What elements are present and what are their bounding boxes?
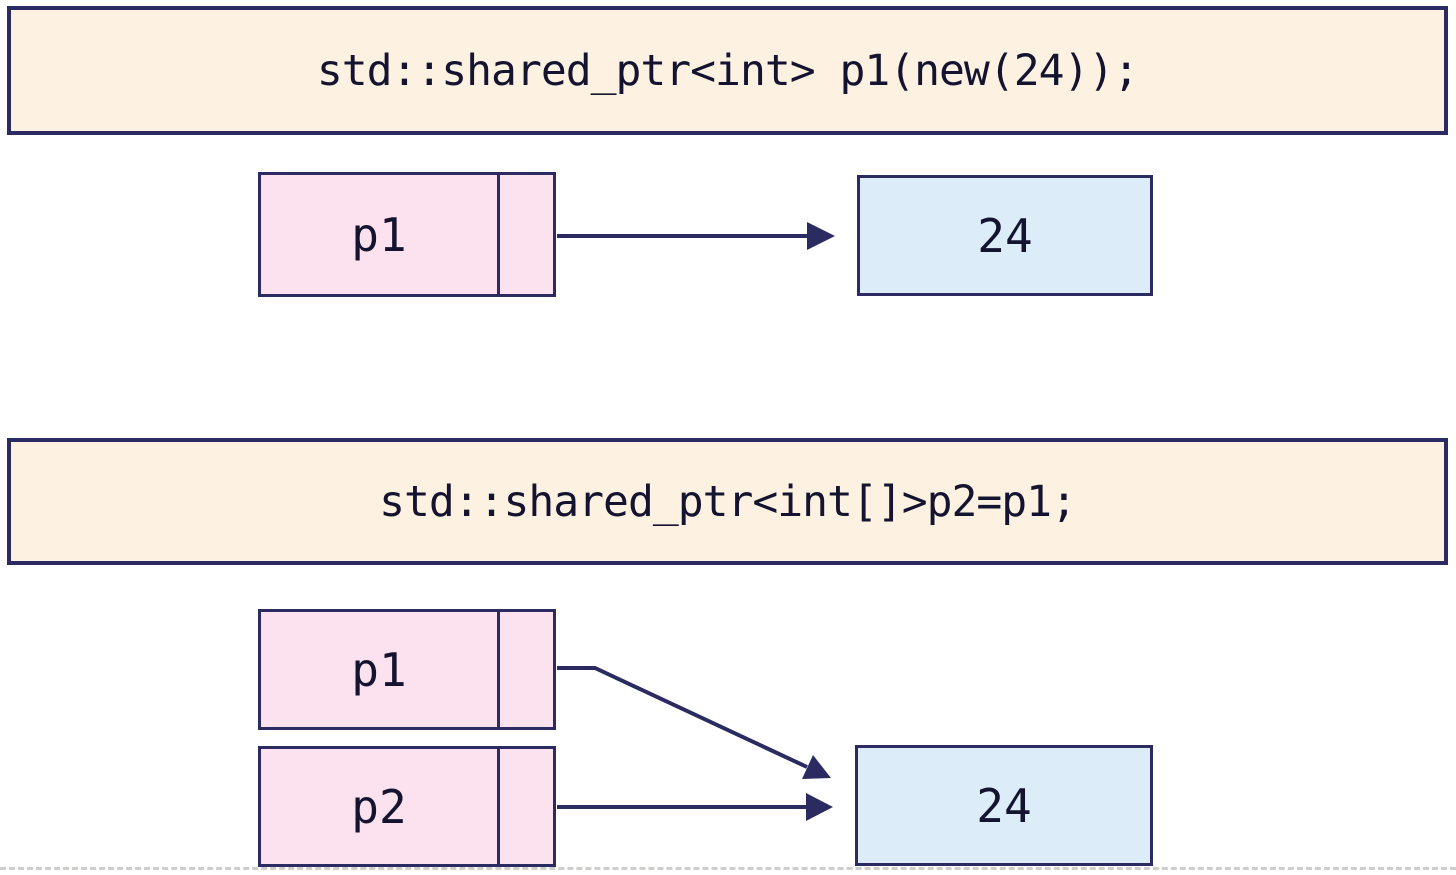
arrow-head-p1-step2 <box>802 755 831 779</box>
value-text-step2: 24 <box>976 778 1032 833</box>
code-banner-step1: std::shared_ptr<int> p1(new(24)); <box>7 6 1448 135</box>
arrow-shaft-p1-step2 <box>557 666 808 769</box>
pointer-slot-p1-step1 <box>500 175 553 294</box>
pointer-label-p2-step2: p2 <box>261 749 500 864</box>
bottom-crop-line <box>0 867 1456 870</box>
pointer-box-p2-step2: p2 <box>258 746 556 867</box>
pointer-label-p1-step2: p1 <box>261 612 500 727</box>
arrow-head-p2-step2 <box>806 793 833 821</box>
pointer-box-p1-step1: p1 <box>258 172 556 297</box>
pointer-slot-p1-step2 <box>500 612 553 727</box>
value-box-step2: 24 <box>855 745 1153 866</box>
code-text-step1: std::shared_ptr<int> p1(new(24)); <box>316 45 1139 96</box>
arrow-head-step1 <box>807 222 835 250</box>
code-text-step2: std::shared_ptr<int[]>p2=p1; <box>379 476 1077 527</box>
pointer-box-p1-step2: p1 <box>258 609 556 730</box>
value-text-step1: 24 <box>977 208 1033 263</box>
code-banner-step2: std::shared_ptr<int[]>p2=p1; <box>7 438 1448 565</box>
arrow-p2-to-value-step2 <box>557 793 833 821</box>
arrow-p1-to-value-step1 <box>557 222 835 250</box>
pointer-slot-p2-step2 <box>500 749 553 864</box>
arrow-p1-to-value-step2 <box>557 666 831 779</box>
pointer-label-p1-step1: p1 <box>261 175 500 294</box>
value-box-step1: 24 <box>857 175 1153 296</box>
